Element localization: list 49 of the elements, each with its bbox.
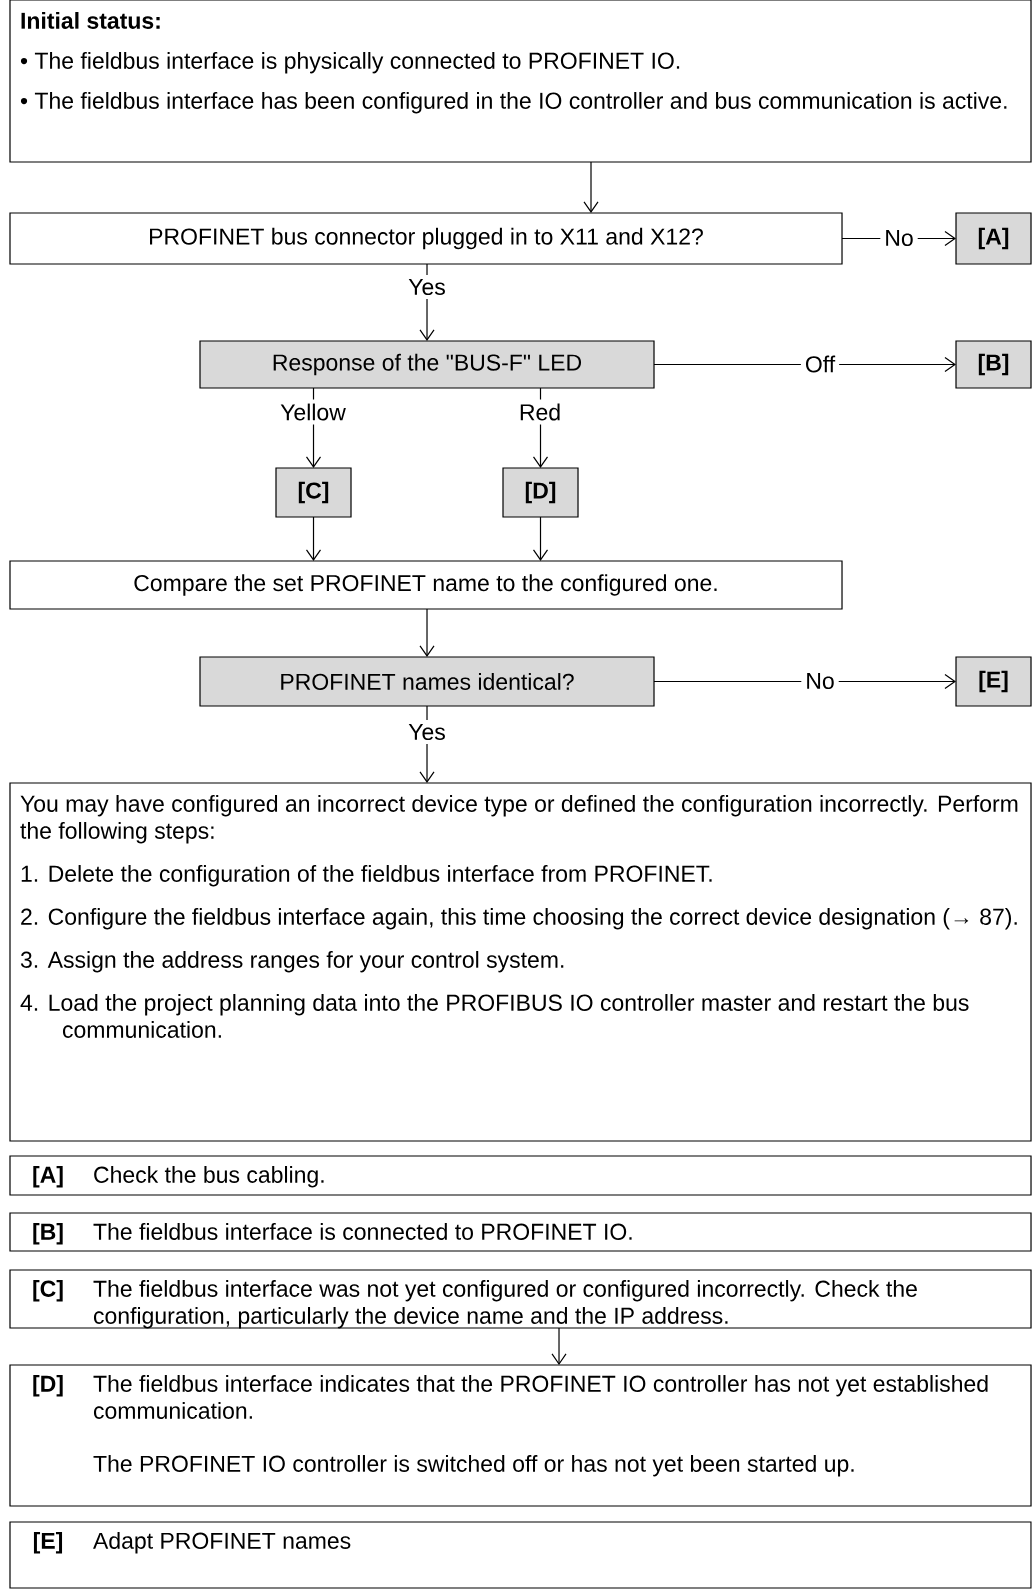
reference-box: [E] xyxy=(955,656,1032,707)
table-row xyxy=(9,1364,1032,1507)
table-row xyxy=(9,1269,1032,1329)
heading: Initial status: xyxy=(21,12,160,29)
row-text: Adapt PROFINET names xyxy=(93,1532,351,1554)
status-box xyxy=(9,0,1032,163)
table-row xyxy=(9,1521,1032,1589)
arrow xyxy=(583,161,599,213)
row-text: The fieldbus interface was not yet configured or configured incorrectly. Check the configuration, particularly the device name and the IP address. xyxy=(93,1280,917,1329)
list-item: 1. Delete the configuration of the fieldbus interface from PROFINET. xyxy=(21,865,712,887)
row-key: [B] xyxy=(33,1223,63,1245)
row-text: The fieldbus interface indicates that the PROFINET IO controller has not yet established communication. xyxy=(93,1375,988,1419)
question-box: PROFINET bus connector plugged in to X11 and X12? xyxy=(9,212,843,265)
edge-label: Off xyxy=(800,351,840,377)
reference-box: [D] xyxy=(502,467,579,518)
paragraph: You may have configured an incorrect device type or defined the configuration incorrectly. Perform the following steps: xyxy=(20,795,1018,844)
list-item: 3. Assign the address ranges for your control system. xyxy=(20,951,564,973)
edge-label: Yellow xyxy=(276,399,350,425)
edge-label: No xyxy=(801,669,839,694)
question-box: PROFINET names identical? xyxy=(199,656,655,707)
table-row xyxy=(9,1212,1032,1252)
process-box: Compare the set PROFINET name to the configured one. xyxy=(9,560,843,610)
reference-box: [A] xyxy=(955,212,1032,265)
reference-box: [C] xyxy=(275,467,352,518)
arrow xyxy=(653,356,956,373)
edge-label: No xyxy=(880,226,918,250)
edge-label: Yes xyxy=(404,720,450,745)
row-key: [A] xyxy=(33,1166,63,1188)
row-text: The fieldbus interface is connected to PROFINET IO. xyxy=(93,1223,632,1240)
arrow xyxy=(305,516,322,561)
instruction-box xyxy=(9,782,1032,1142)
table-row xyxy=(9,1155,1032,1196)
row-text: The PROFINET IO controller is switched off or has not yet been started up. xyxy=(93,1455,854,1477)
list-item: • The fieldbus interface has been configured in the IO controller and bus communication is active. xyxy=(20,92,1007,114)
edge-label: Yes xyxy=(404,274,450,299)
arrow xyxy=(419,608,435,657)
row-key: [C] xyxy=(33,1280,63,1302)
reference-box: [B] xyxy=(955,340,1032,389)
row-key: [E] xyxy=(33,1532,63,1554)
edge-label: Red xyxy=(514,399,566,425)
list-item: 4. Load the project planning data into the PROFIBUS IO controller master and restart the bus communication. xyxy=(20,994,969,1038)
arrow xyxy=(532,516,549,561)
list-item: • The fieldbus interface is physically connected to PROFINET IO. xyxy=(20,52,680,74)
arrow xyxy=(551,1327,567,1365)
row-text: Check the bus cabling. xyxy=(94,1166,324,1188)
question-box: Response of the "BUS-F" LED xyxy=(199,340,655,389)
arrow xyxy=(653,673,956,690)
row-key: [D] xyxy=(33,1375,63,1397)
list-item: 2. Configure the fieldbus interface again, this time choosing the correct device designation (→ 87). xyxy=(21,908,1017,930)
